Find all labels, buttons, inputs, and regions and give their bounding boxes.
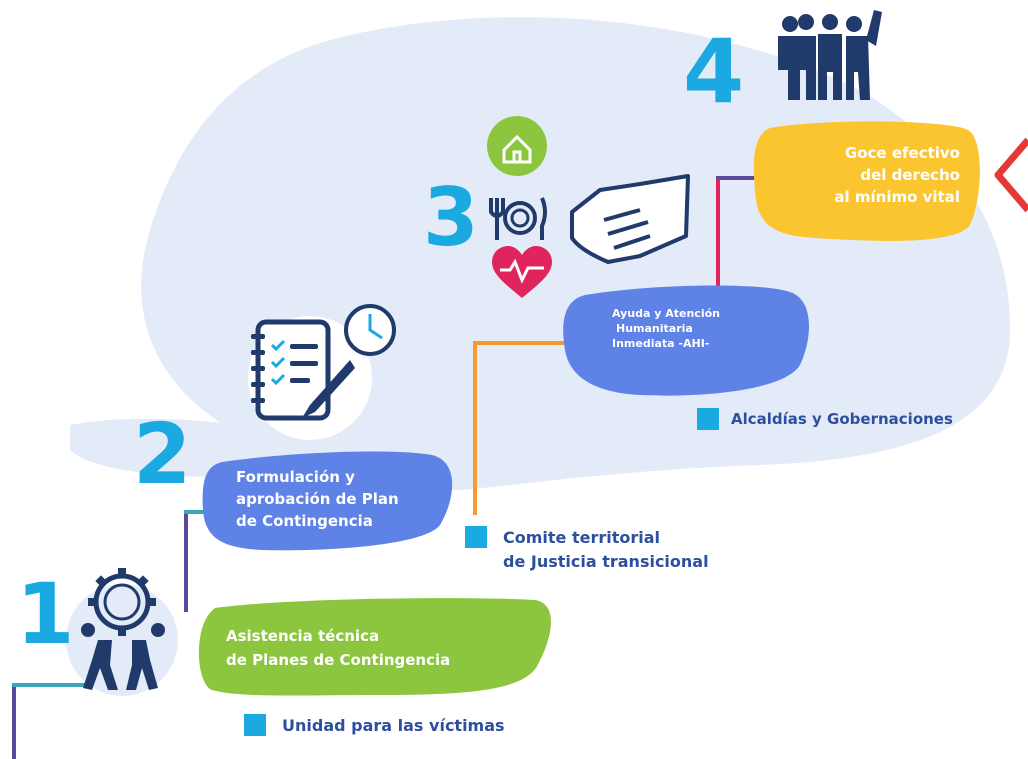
step-2-line-2: aprobación de Plan [236,490,399,508]
step-4-label: Goce efectivo del derecho al mínimo vita… [784,142,960,208]
step-2-label: Formulación y aprobación de Plan de Cont… [236,466,399,532]
step-1-label: Asistencia técnica de Planes de Continge… [226,624,450,672]
house-icon [487,116,547,176]
handshake-icon [570,174,690,264]
legend-3-line-1: Alcaldías y Gobernaciones [731,410,953,428]
heart-icon [492,246,552,298]
step-4-line-2: del derecho [860,166,960,184]
step-1-line-1: Asistencia técnica [226,627,380,645]
step-number-3: 3 [423,171,479,264]
step-3-line-2: Humanitaria [616,322,693,335]
humanitarian-aid-icon [487,116,690,298]
legend-1-line-1: Unidad para las víctimas [282,716,505,735]
legend-2-line-1: Comite territorial [503,528,661,547]
step-2-line-3: de Contingencia [236,512,373,530]
legend-comite-territorial: Comite territorial de Justicia transicio… [465,526,709,574]
step-number-4: 4 [683,20,745,123]
step-number-2: 2 [133,405,192,503]
next-arrow-icon [994,137,1028,213]
legend-unidad-victimas: Unidad para las víctimas [244,714,505,738]
legend-square-icon [465,526,487,548]
pill-step-2-shape [202,451,453,551]
legend-square-icon [697,408,719,430]
pill-step-1-shape [198,598,551,696]
checklist-clock-icon [248,304,396,440]
step-1-line-2: de Planes de Contingencia [226,651,451,669]
group-people-icon [778,10,882,100]
legend-square-icon [244,714,266,736]
legend-2-line-2: de Justicia transicional [503,552,709,571]
gear-people-icon [66,568,178,696]
step-3-line-3: Inmediata -AHI- [612,337,710,350]
step-2-line-1: Formulación y [236,468,355,486]
step-3-line-1: Ayuda y Atención [612,307,720,320]
pill-step-3-shape [563,285,810,396]
step-number-1: 1 [16,565,75,663]
step-4-line-3: al mínimo vital [834,188,960,206]
step-4-line-1: Goce efectivo [844,144,960,162]
pill-step-4-shape [753,121,980,241]
step-3-label: Ayuda y Atención Humanitaria Inmediata -… [612,306,720,351]
cutlery-plate-icon [489,197,547,240]
legend-alcaldias-gobernaciones: Alcaldías y Gobernaciones [697,408,953,430]
